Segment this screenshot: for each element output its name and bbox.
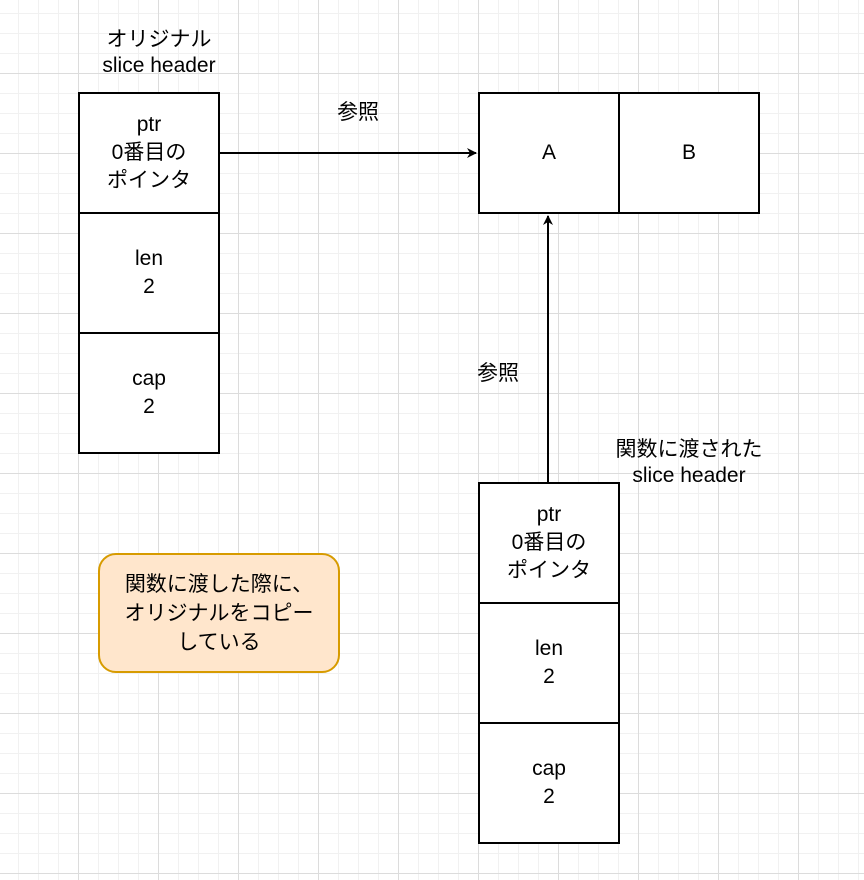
passed-cap-label: cap: [532, 757, 566, 780]
original-ptr-desc-line1: 0番目の: [111, 141, 187, 164]
original-ptr-cell: ptr 0番目の ポインタ: [78, 92, 220, 214]
passed-ptr-cell: ptr 0番目の ポインタ: [478, 482, 620, 604]
original-len-value: 2: [143, 275, 155, 298]
original-len-label: len: [134, 247, 164, 270]
original-cap-value: 2: [143, 395, 155, 418]
original-header-title-line1: オリジナル: [106, 28, 212, 51]
array-cell-a-label: A: [541, 141, 556, 164]
array-cell-a: A: [478, 92, 620, 214]
passed-header-title: 関数に渡された slice header: [594, 437, 784, 489]
passed-ptr-desc-line1: 0番目の: [511, 531, 587, 554]
original-len-cell: len 2: [78, 212, 220, 334]
array-cell-b-label: B: [681, 141, 696, 164]
original-cap-cell: cap 2: [78, 332, 220, 454]
passed-ptr-label: ptr: [536, 503, 562, 526]
passed-cap-value: 2: [543, 785, 555, 808]
passed-len-label: len: [534, 637, 564, 660]
original-ptr-label: ptr: [136, 113, 162, 136]
passed-cap-cell: cap 2: [478, 722, 620, 844]
passed-len-cell: len 2: [478, 602, 620, 724]
passed-ptr-desc-line2: ポインタ: [507, 559, 591, 582]
copy-note-line1: 関数に渡した際に、: [124, 572, 314, 596]
edge-label-original-ref: 参照: [337, 101, 379, 124]
copy-note-line3: している: [177, 630, 261, 654]
passed-header-title-line2: slice header: [632, 464, 746, 487]
array-cell-b: B: [618, 92, 760, 214]
copy-note-box: 関数に渡した際に、 オリジナルをコピー している: [98, 553, 340, 673]
copy-note-line2: オリジナルをコピー: [124, 601, 314, 625]
passed-len-value: 2: [543, 665, 555, 688]
original-header-title: オリジナル slice header: [79, 27, 239, 79]
original-ptr-desc-line2: ポインタ: [107, 169, 191, 192]
edge-label-passed-ref: 参照: [477, 362, 519, 385]
original-cap-label: cap: [132, 367, 166, 390]
passed-header-title-line1: 関数に渡された: [615, 438, 763, 461]
original-header-title-line2: slice header: [102, 54, 216, 77]
